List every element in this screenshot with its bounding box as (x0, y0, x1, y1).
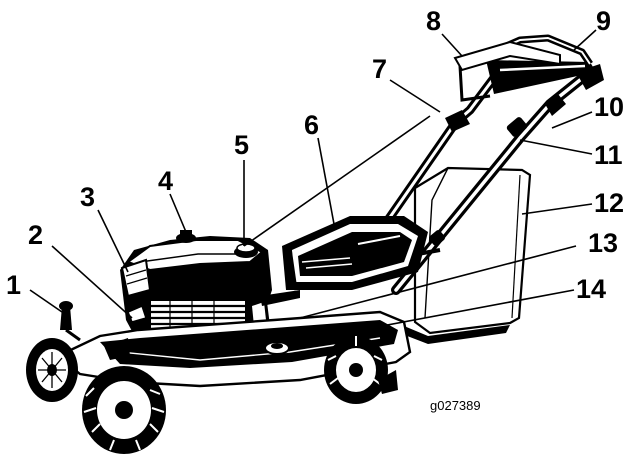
rear-wheel-right (324, 336, 388, 404)
leader-8 (441, 33, 463, 57)
grass-bag-illustration (402, 166, 532, 344)
callout-7: 7 (372, 54, 387, 84)
callout-13: 13 (588, 228, 618, 258)
callout-8: 8 (426, 6, 441, 36)
leader-11 (519, 139, 593, 155)
leader-3 (97, 209, 129, 273)
rear-flap (378, 370, 398, 394)
callout-14: 14 (576, 274, 606, 304)
leader-1 (29, 289, 63, 313)
leader-4 (169, 193, 187, 233)
figure-id: g027389 (430, 398, 481, 413)
leader-12 (521, 203, 593, 215)
callout-2: 2 (28, 220, 43, 250)
leader-2 (51, 245, 133, 319)
callout-6: 6 (304, 110, 319, 140)
callout-9: 9 (596, 6, 611, 36)
primer-illustration (59, 301, 81, 342)
engine-illustration (120, 230, 300, 346)
mower-deck-illustration (55, 310, 412, 388)
leader-13 (299, 245, 577, 319)
rear-cover-illustration (282, 216, 428, 291)
rear-wheel-left (26, 338, 78, 402)
callout-3: 3 (80, 182, 95, 212)
callout-labels: 1 2 3 4 5 6 7 8 9 10 11 12 13 14 (6, 6, 624, 304)
leader-6 (317, 137, 335, 225)
callout-11: 11 (594, 140, 623, 170)
leader-10 (551, 111, 593, 129)
callout-4: 4 (158, 166, 173, 196)
leader-9 (573, 29, 597, 51)
leader-14 (285, 289, 575, 345)
front-wheel-left (82, 366, 166, 454)
callout-1: 1 (6, 270, 21, 300)
leader-lines (29, 29, 597, 345)
callout-10: 10 (594, 92, 624, 122)
leader-7 (389, 79, 441, 113)
callout-12: 12 (594, 188, 624, 218)
callout-5: 5 (234, 130, 249, 160)
leader-4b (243, 115, 431, 247)
